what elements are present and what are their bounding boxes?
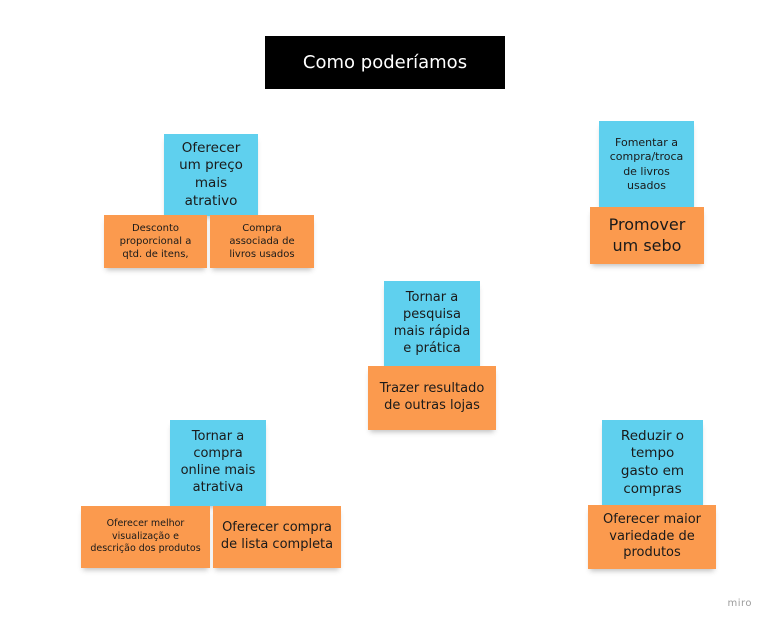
sticky-note-lista-completa[interactable]: Oferecer compra de lista completa — [213, 506, 341, 568]
sticky-note-preco[interactable]: Oferecer um preço mais atrativo — [164, 134, 258, 216]
sticky-note-sebo[interactable]: Promover um sebo — [590, 207, 704, 264]
sticky-note-trazer-resultado[interactable]: Trazer resultado de outras lojas — [368, 366, 496, 430]
board-title[interactable]: Como poderíamos — [265, 36, 505, 89]
sticky-note-variedade[interactable]: Oferecer maior variedade de produtos — [588, 505, 716, 569]
miro-watermark: miro — [727, 598, 752, 609]
sticky-note-pesquisa[interactable]: Tornar a pesquisa mais rápida e prática — [384, 281, 480, 367]
sticky-note-compra-usados[interactable]: Compra associada de livros usados — [210, 215, 314, 268]
sticky-note-desconto[interactable]: Desconto proporcional a qtd. de itens, — [104, 215, 207, 268]
sticky-note-reduzir-tempo[interactable]: Reduzir o tempo gasto em compras — [602, 420, 703, 506]
sticky-note-fomentar[interactable]: Fomentar a compra/troca de livros usados — [599, 121, 694, 208]
sticky-note-visualizacao[interactable]: Oferecer melhor visualização e descrição… — [81, 506, 210, 568]
sticky-note-compra-online[interactable]: Tornar a compra online mais atrativa — [170, 420, 266, 506]
